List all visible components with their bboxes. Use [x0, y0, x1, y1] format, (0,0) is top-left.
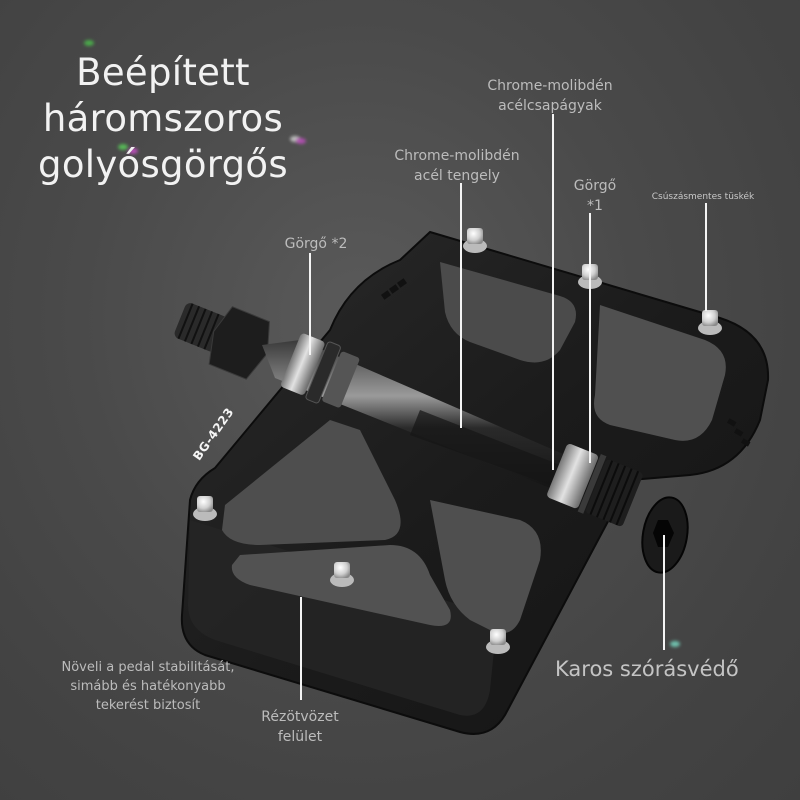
sparkle-decoration	[118, 144, 128, 150]
headline: Beépített háromszoros golyósgörgős	[28, 50, 298, 188]
callout-text: Chrome-molibdén	[394, 148, 520, 164]
callout-pins: Csúszásmentes tüskék	[648, 191, 758, 203]
callout-text: Karos szórásvédő	[555, 657, 739, 681]
callout-line-roller2	[309, 253, 311, 355]
callout-text: Chrome-molibdén	[487, 78, 613, 94]
callout-roller-2: Görgő *2	[276, 234, 356, 254]
callout-text: simább és hatékonyabb	[70, 679, 226, 694]
headline-line: golyósgörgős	[38, 143, 288, 186]
callout-text: acélcsapágyak	[498, 98, 602, 114]
callout-text: Csúszásmentes tüskék	[651, 192, 755, 202]
anti-slip-pins	[193, 228, 722, 654]
callout-guard: Karos szórásvédő	[555, 655, 775, 683]
callout-stability: Növeli a pedal stabilitását, simább és h…	[38, 658, 258, 715]
callout-text: acél tengely	[414, 168, 500, 184]
callout-line-axle	[460, 183, 462, 428]
callout-text: Görgő *2	[284, 236, 348, 252]
callout-axle: Chrome-molibdén acél tengely	[382, 146, 532, 186]
callout-bearings: Chrome-molibdén acélcsapágyak	[470, 76, 630, 116]
callout-text: tekerést biztosít	[95, 698, 201, 713]
callout-text: *1	[587, 198, 603, 214]
sparkle-decoration	[670, 641, 680, 647]
callout-text: Rézötvözet	[261, 709, 339, 725]
sparkle-decoration	[84, 40, 94, 46]
axle	[174, 303, 689, 574]
callout-roller-1: Görgő *1	[565, 176, 625, 216]
callout-line-roller1	[589, 213, 591, 463]
callout-line-guard	[663, 535, 665, 650]
callout-text: felület	[277, 729, 323, 745]
callout-surface: Rézötvözet felület	[240, 707, 360, 747]
callout-line-bearings	[552, 114, 554, 470]
callout-text: Görgő	[573, 178, 617, 194]
callout-text: Növeli a pedal stabilitását,	[61, 660, 235, 675]
headline-line: Beépített	[76, 51, 250, 94]
sparkle-decoration	[296, 138, 306, 144]
callout-line-pins	[705, 203, 707, 311]
callout-line-surface	[300, 597, 302, 700]
sparkle-decoration	[290, 136, 300, 142]
sparkle-decoration	[128, 148, 138, 154]
headline-line: háromszoros	[42, 97, 284, 140]
